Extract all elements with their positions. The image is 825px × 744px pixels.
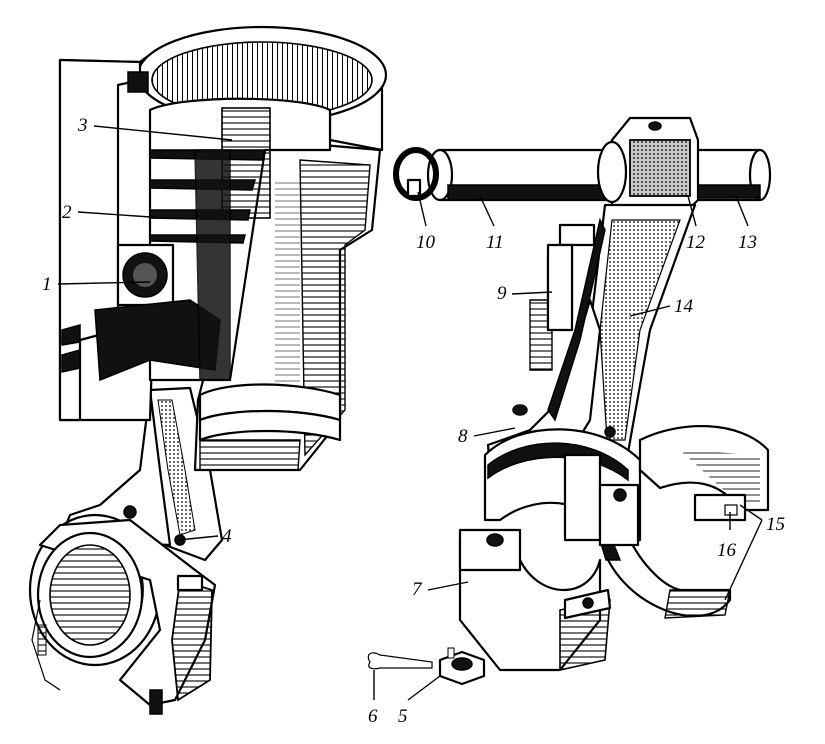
left-assembly — [28, 25, 388, 715]
callout-7: 7 — [412, 579, 423, 600]
callout-labels: 1 2 3 4 5 6 7 8 9 10 11 12 13 14 15 16 — [42, 115, 785, 727]
callout-11: 11 — [486, 232, 504, 253]
callout-5: 5 — [398, 706, 408, 727]
circlip — [393, 147, 439, 201]
callout-12: 12 — [686, 232, 706, 253]
callout-4: 4 — [222, 526, 232, 547]
right-assembly — [367, 116, 772, 686]
callout-14: 14 — [674, 296, 694, 317]
lower-bearing-shell — [598, 483, 732, 619]
right-connecting-rod — [483, 203, 697, 547]
upper-bearing-shell — [638, 424, 770, 522]
leader-lines — [57, 125, 763, 701]
callout-1: 1 — [42, 274, 52, 295]
callout-13: 13 — [738, 232, 757, 253]
rod-bolt — [529, 223, 596, 371]
callout-10: 10 — [416, 232, 436, 253]
castle-nut — [438, 647, 486, 686]
callout-8: 8 — [458, 426, 468, 447]
piston — [94, 97, 332, 382]
callout-2: 2 — [62, 202, 72, 223]
callout-15: 15 — [766, 514, 785, 535]
callout-16: 16 — [717, 540, 737, 561]
callout-3: 3 — [77, 115, 88, 136]
callout-6: 6 — [368, 706, 378, 727]
rod-cap — [458, 528, 612, 672]
callout-9: 9 — [497, 283, 507, 304]
rod-small-end — [596, 116, 700, 210]
cotter-pin — [367, 652, 433, 670]
left-connecting-rod — [28, 386, 224, 715]
